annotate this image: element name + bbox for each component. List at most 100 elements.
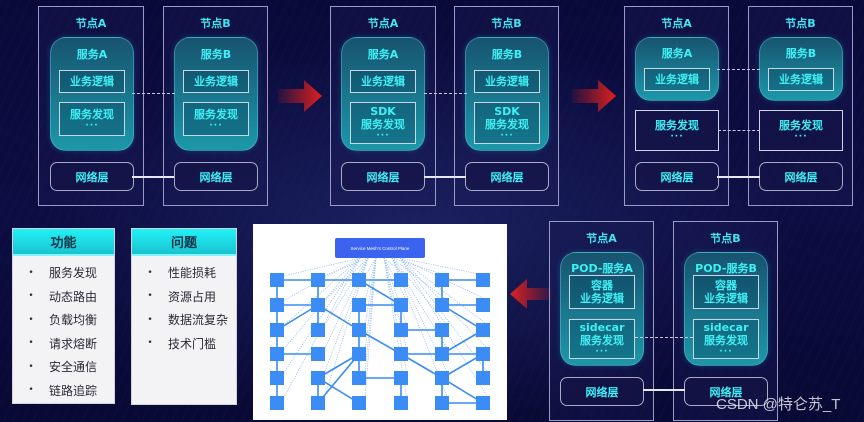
business-logic-label: 业务逻辑 — [485, 75, 529, 88]
list-item-label: 动态路由 — [49, 289, 98, 304]
control-link — [391, 257, 449, 327]
service-discovery-label: 服务发现 — [194, 107, 238, 121]
mesh-node — [435, 273, 449, 287]
mesh-node — [352, 323, 366, 337]
control-link — [282, 257, 361, 351]
list-item: • 请求熔断 — [13, 332, 114, 356]
bullet-icon: • — [28, 314, 34, 325]
list-item-label: 资源占用 — [168, 289, 217, 304]
node-title: 节点B — [785, 17, 816, 30]
mesh-node — [435, 298, 449, 312]
container-label: 容器 — [591, 279, 613, 292]
mesh-node — [394, 298, 408, 312]
list-item: •动态路由 — [13, 285, 114, 309]
bullet-icon: • — [28, 338, 34, 349]
node-b: 节点B 服务B 业务逻辑 SDK 服务发现 ··· 网络层 — [454, 6, 559, 206]
list-item-label: 请求熔断 — [49, 336, 98, 351]
business-logic-box: 业务逻辑 — [644, 68, 710, 91]
network-layer-label: 网络层 — [199, 170, 233, 184]
list-item-label: 负载均衡 — [49, 313, 98, 328]
watermark: CSDN @特仑苏_T — [716, 396, 841, 413]
mesh-node — [476, 371, 490, 385]
node-a: 节点A POD-服务A 容器 业务逻辑 sidecar 服务发现 ··· 网络层 — [549, 221, 654, 421]
right-arrow-icon — [278, 80, 322, 112]
mesh-node — [435, 396, 449, 410]
pod-box: POD-服务A 容器 业务逻辑 sidecar 服务发现 ··· — [560, 252, 644, 366]
list-item-label: 服务发现 — [49, 266, 98, 281]
service-discovery-label: 服务发现 — [779, 119, 823, 132]
network-layer-box: 网络层 — [635, 162, 719, 191]
mesh-node — [476, 347, 490, 361]
left-arrow-icon — [510, 279, 552, 309]
sidecar-box: sidecar 服务发现 ··· — [693, 319, 759, 359]
network-layer-label: 网络层 — [784, 170, 818, 184]
node-a: 节点A 服务A 业务逻辑 服务发现 ··· 网络层 — [38, 6, 144, 206]
problems-card-title: 问题 — [132, 229, 236, 256]
sidecar-connection-line — [635, 337, 693, 338]
mesh-node — [394, 347, 408, 361]
pod-box: POD-服务B 容器 业务逻辑 sidecar 服务发现 ··· — [684, 252, 768, 366]
node-b: 节点B 服务B 业务逻辑 服务发现 ··· 网络层 — [748, 6, 853, 206]
features-card: 功能 •服务发现•动态路由•负载均衡•请求熔断•安全通信•链路追踪 — [12, 228, 115, 404]
mesh-node — [435, 371, 449, 385]
bullet-icon: • — [28, 361, 34, 372]
service-discovery-box: 服务发现 ··· — [635, 110, 719, 151]
sdk-discovery-box: SDK 服务发现 ··· — [474, 102, 540, 144]
service-box: 服务B 业务逻辑 — [759, 37, 843, 101]
business-logic-label: 业务逻辑 — [779, 73, 823, 86]
service-title: 服务B — [491, 48, 523, 61]
bullet-icon: • — [28, 267, 34, 278]
service-discovery-label: 服务发现 — [580, 334, 624, 347]
service-box: 服务B 业务逻辑 SDK 服务发现 ··· — [465, 37, 549, 151]
node-b: 节点B POD-服务B 容器 业务逻辑 sidecar 服务发现 ··· 网络层 — [673, 221, 778, 421]
list-item-label: 技术门槛 — [168, 336, 217, 351]
network-layer-label: 网络层 — [75, 170, 109, 184]
service-discovery-label: 服务发现 — [655, 119, 699, 132]
mesh-node — [476, 396, 490, 410]
list-item-label: 数据流复杂 — [168, 313, 229, 328]
node-a: 节点A 服务A 业务逻辑 服务发现 ··· 网络层 — [624, 6, 729, 206]
mesh-node — [476, 298, 490, 312]
node-title: 节点A — [661, 17, 692, 30]
mesh-node — [270, 323, 284, 337]
business-logic-box: 业务逻辑 — [474, 70, 540, 93]
network-connection-line — [424, 176, 466, 178]
mesh-node — [435, 347, 449, 361]
logical-connection-line — [132, 93, 175, 94]
container-box: 容器 业务逻辑 — [693, 275, 759, 309]
service-discovery-box: 服务发现 ··· — [183, 102, 249, 136]
node-title: 节点B — [200, 17, 231, 30]
business-logic-box: 业务逻辑 — [768, 68, 834, 91]
problems-card: 问题 •性能损耗•资源占用•数据流复杂•技术门槛 — [131, 228, 237, 405]
service-discovery-box: 服务发现 ··· — [759, 110, 843, 151]
list-item-label: 安全通信 — [49, 360, 98, 375]
logical-connection-line — [424, 93, 467, 94]
mesh-node — [270, 347, 284, 361]
business-logic-box: 业务逻辑 — [183, 70, 249, 93]
network-layer-label: 网络层 — [660, 170, 694, 184]
list-item: •性能损耗 — [132, 261, 236, 285]
list-item: •数据流复杂 — [132, 308, 236, 332]
list-item-label: 链路追踪 — [49, 383, 98, 398]
node-title: 节点B — [491, 17, 522, 30]
mesh-topology — [270, 257, 490, 410]
business-logic-label: 业务逻辑 — [194, 75, 238, 88]
network-layer-label: 网络层 — [585, 385, 619, 399]
mesh-node — [394, 273, 408, 287]
service-mesh-diagram: Service Mesh's Control Plane — [253, 224, 507, 420]
sidecar-label: sidecar — [579, 321, 625, 334]
list-item-label: 性能损耗 — [168, 266, 217, 281]
business-logic-label: 业务逻辑 — [70, 75, 114, 88]
sdk-discovery-box: SDK 服务发现 ··· — [350, 102, 416, 144]
service-box: 服务A 业务逻辑 — [635, 37, 719, 101]
mesh-node — [270, 371, 284, 385]
ellipsis: ··· — [719, 347, 733, 357]
control-link — [383, 257, 408, 327]
network-layer-box: 网络层 — [684, 377, 768, 406]
mesh-node — [352, 347, 366, 361]
network-layer-box: 网络层 — [174, 162, 258, 191]
node-title: 节点A — [75, 17, 107, 30]
mesh-node — [394, 323, 408, 337]
sdk-label: SDK — [370, 105, 396, 118]
mesh-node — [352, 298, 366, 312]
